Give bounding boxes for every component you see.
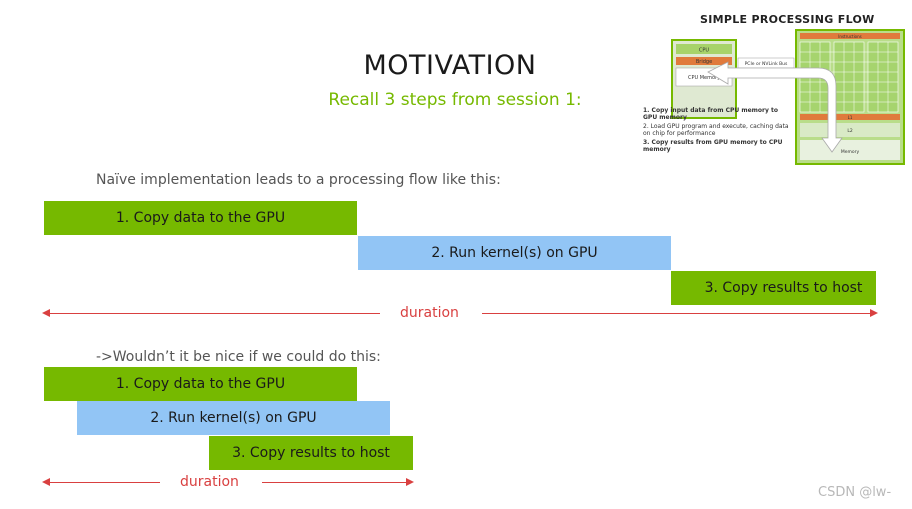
overlap-step-3-bar: 3. Copy results to host [209,436,413,470]
naive-step-2-bar: 2. Run kernel(s) on GPU [358,236,671,270]
naive-intro: Naïve implementation leads to a processi… [96,172,501,188]
overlap-duration-label: duration [180,474,239,490]
inset-step-3: 3. Copy results from GPU memory to CPU m… [643,139,783,153]
flow-arrow-icon [707,61,843,153]
cpu-label-bg [676,44,732,54]
naive-step-1-bar: 1. Copy data to the GPU [44,201,357,235]
naive-duration-label: duration [400,305,459,321]
gpu-mem-bg [800,140,900,160]
overlap-step-1-bar: 1. Copy data to the GPU [44,367,357,401]
naive-duration-line-right [482,313,870,314]
gpu-l2-label: L2 [847,128,853,134]
gpu-l1-bar [800,114,900,120]
naive-duration-line-left [48,313,380,314]
overlap-duration-line-right [262,482,406,483]
naive-step-3-bar: 3. Copy results to host [671,271,876,305]
bridge-bg [676,57,732,65]
inset-title: SIMPLE PROCESSING FLOW [700,13,875,26]
overlap-intro: ->Wouldn’t it be nice if we could do thi… [96,349,381,365]
cpu-memory-label: CPU Memory [688,75,720,81]
naive-duration-left-arrow-icon [42,309,50,317]
overlap-duration-right-arrow-icon [406,478,414,486]
gpu-instr-label: Instructions [838,34,862,39]
bridge-label: Bridge [696,59,712,65]
overlap-duration-left-arrow-icon [42,478,50,486]
inset-steps: 1. Copy input data from CPU memory to GP… [643,107,793,155]
overlap-duration-line-left [48,482,160,483]
inset-step-1: 1. Copy input data from CPU memory to GP… [643,107,779,121]
naive-duration-right-arrow-icon [870,309,878,317]
inset-step-2: 2. Load GPU program and execute, caching… [643,123,789,137]
bus-label: PCIe or NVLink Bus [745,61,788,67]
cpu-label: CPU [699,48,710,54]
slide-subtitle: Recall 3 steps from session 1: [328,90,582,110]
gpu-instr-bar [800,33,900,39]
gpu-l1-label: L1 [848,115,853,120]
processing-flow-diagram: CPU Bridge CPU Memory PCIe or NVLink Bus… [671,29,905,165]
slide-title: MOTIVATION [363,50,537,81]
overlap-step-2-bar: 2. Run kernel(s) on GPU [77,401,390,435]
gpu-mem-label: Memory [841,149,860,155]
gpu-l2-bg [800,123,900,137]
watermark: CSDN @lw- [818,485,892,500]
